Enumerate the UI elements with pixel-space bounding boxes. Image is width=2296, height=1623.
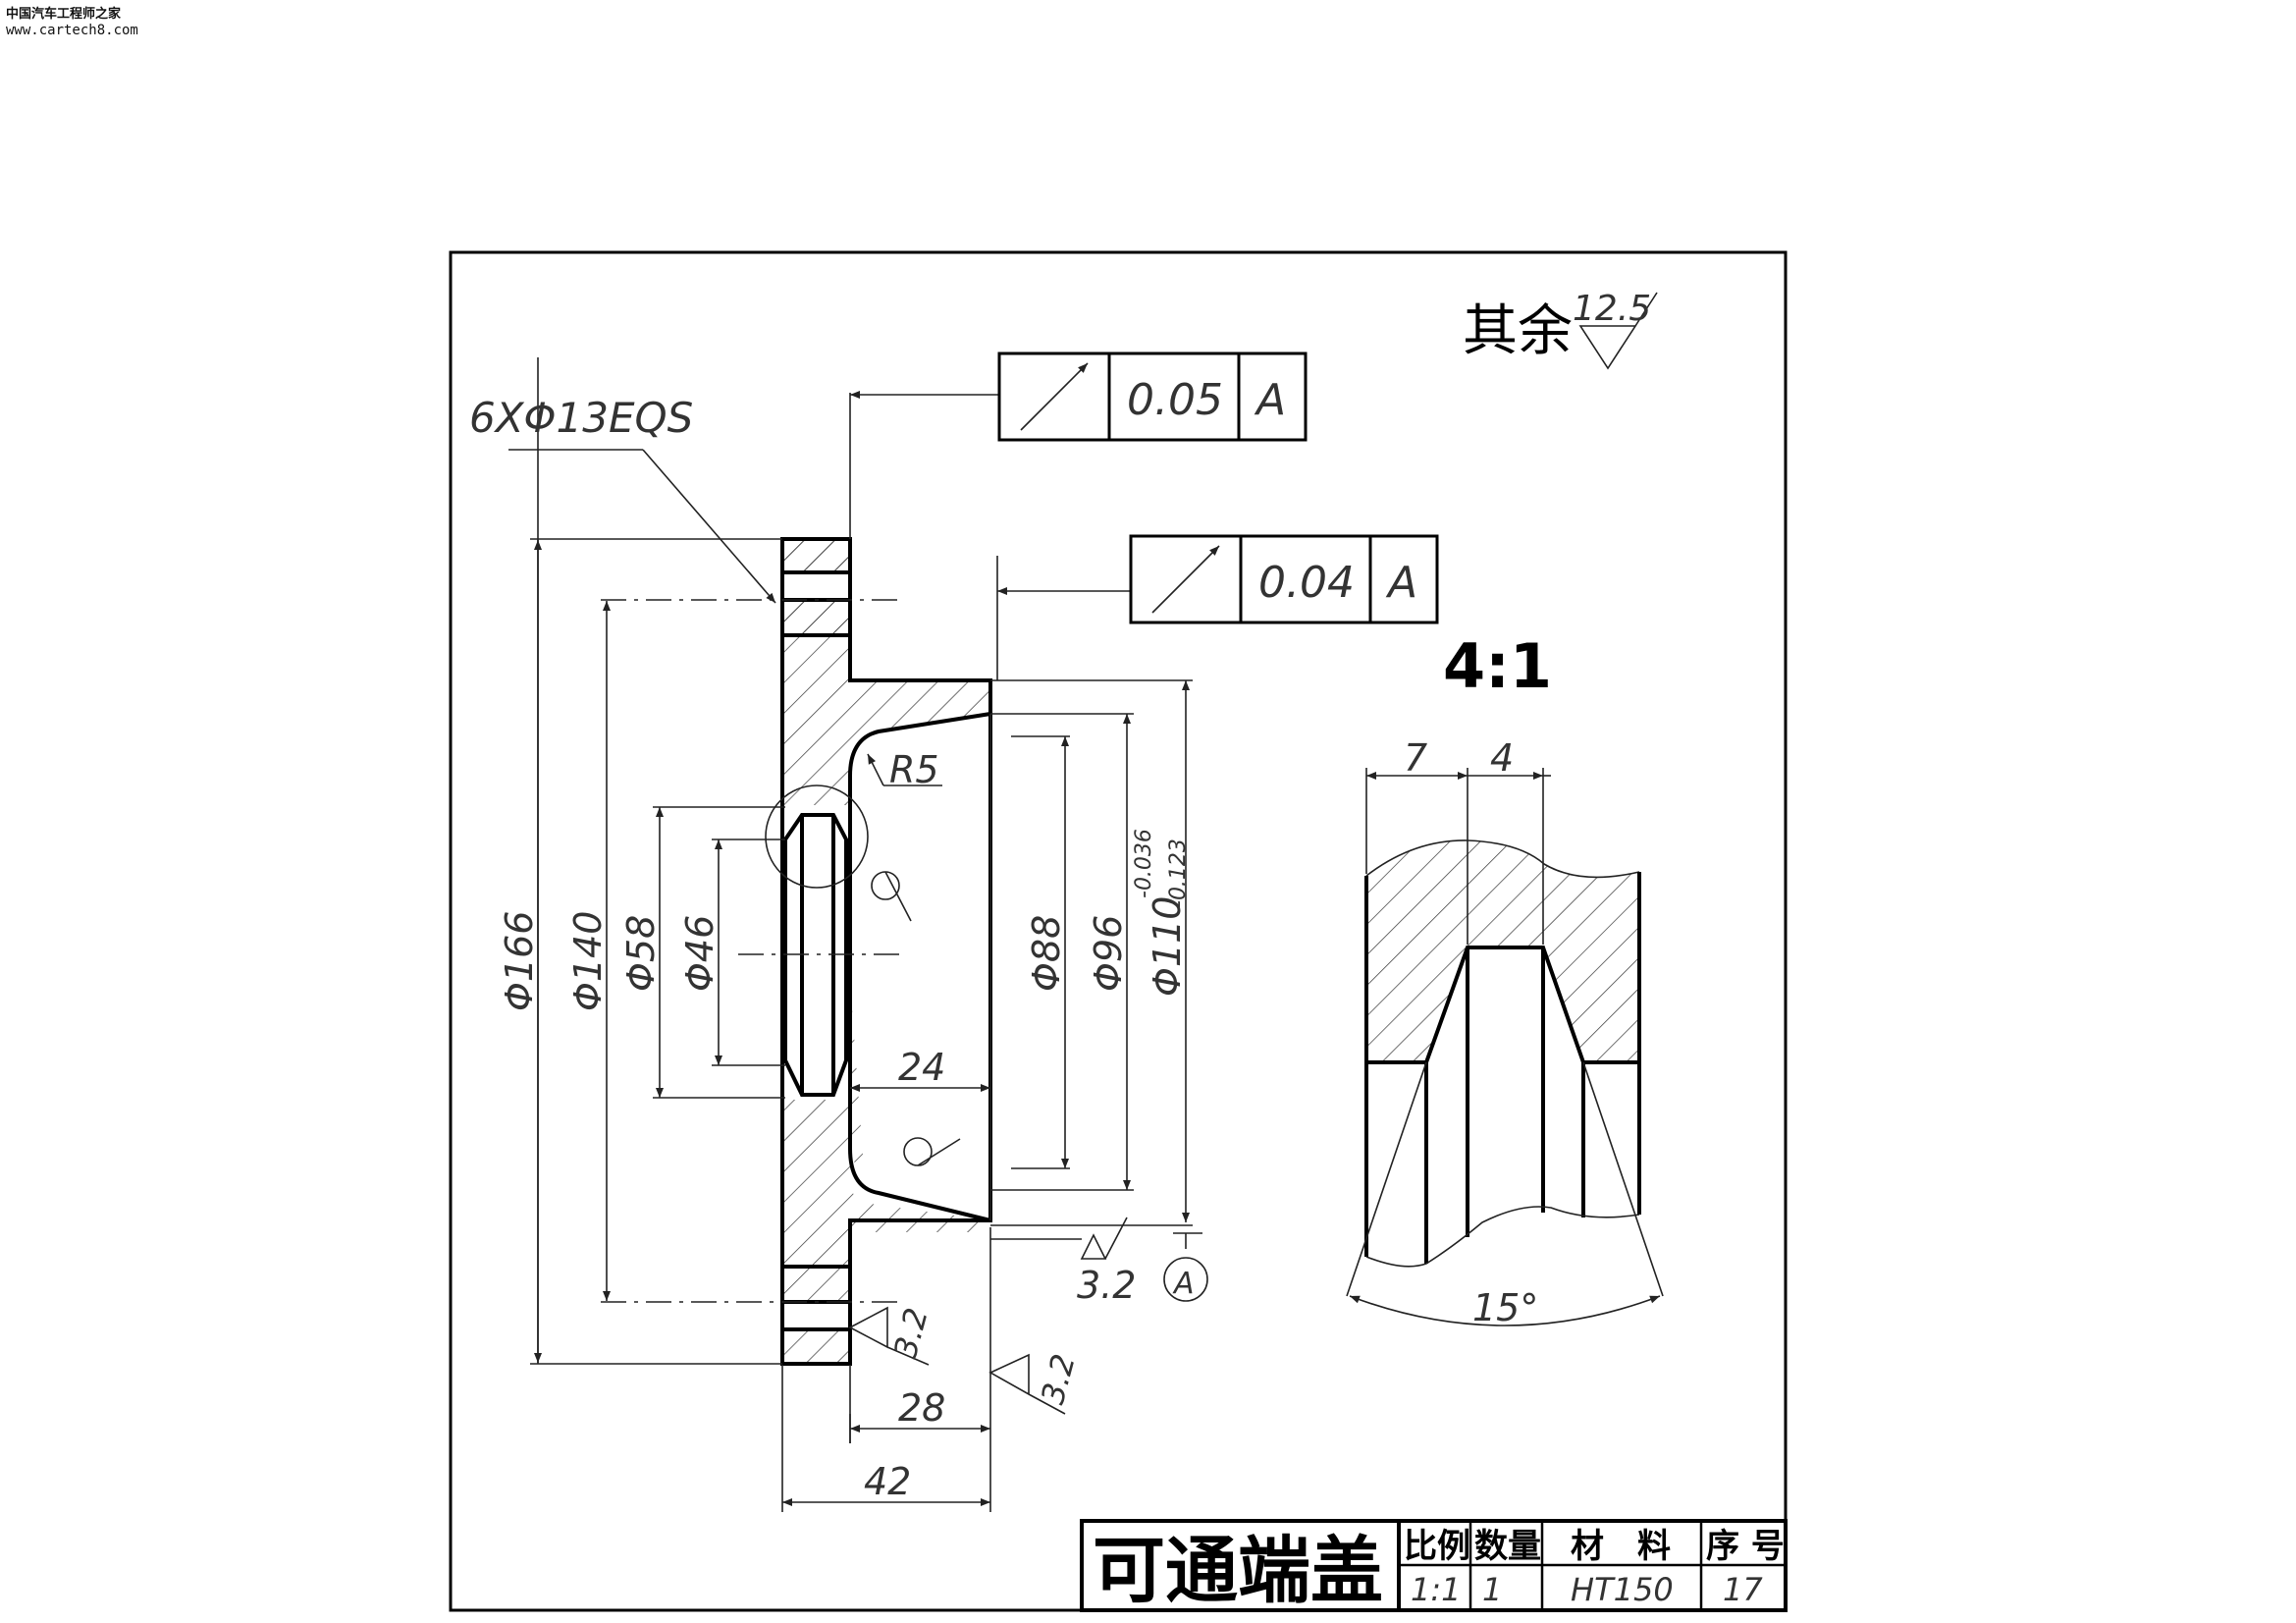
fcf-runout-2: 0.04 A (1129, 534, 1439, 624)
dim-d88: Φ88 (1025, 915, 1068, 992)
fcf2-tolerance: 0.04 (1258, 558, 1355, 608)
detail-scale: 4:1 (1443, 630, 1552, 702)
dim-d110-lower: -0.123 (1166, 839, 1191, 908)
fcf1-datum: A (1254, 375, 1286, 425)
tb-value-material: HT150 (1571, 1571, 1674, 1608)
detail-hatch (1366, 839, 1639, 1062)
hatch-flange-top (782, 539, 850, 571)
datum-circle (1163, 1257, 1208, 1302)
watermark-title: 中国汽车工程师之家 (6, 7, 122, 22)
watermark-url: www.cartech8.com (6, 23, 138, 38)
watermark: 中国汽车工程师之家 www.cartech8.com (6, 6, 138, 39)
roughness-value-3: 3.2 (1034, 1350, 1083, 1408)
roughness-symbol-2 (848, 1306, 930, 1366)
roughness-note-symbol (1578, 292, 1658, 370)
dim-d46: Φ46 (678, 915, 721, 992)
section-view (508, 357, 1208, 1512)
tb-header-material: 材 料 (1571, 1527, 1671, 1566)
dim-24: 24 (898, 1046, 945, 1089)
hatch-flange-mid-top (782, 601, 850, 635)
roughness-symbol-3 (988, 1353, 1066, 1415)
fcf2-datum: A (1385, 558, 1417, 608)
tb-value-qty: 1 (1482, 1571, 1502, 1608)
tb-header-scale: 比例 (1404, 1527, 1470, 1566)
datum-label: A (1172, 1267, 1195, 1301)
detail-dim-7: 7 (1404, 736, 1427, 780)
roughness-circle-sym (871, 871, 961, 1166)
roughness-note-value: 12.5 (1573, 289, 1651, 329)
dim-d58: Φ58 (619, 915, 663, 992)
roughness-note-prefix: 其余 (1463, 299, 1573, 363)
hatch-flange-bot (782, 1330, 850, 1364)
fcf1-tolerance: 0.05 (1127, 375, 1223, 425)
hatch-flange-mid-bot (782, 1267, 850, 1301)
roughness-symbol-1 (990, 1217, 1128, 1260)
dim-d96: Φ96 (1087, 915, 1130, 992)
dim-42: 42 (864, 1460, 911, 1503)
holes-note: 6XΦ13EQS (469, 394, 693, 442)
fcf-runout-1: 0.05 A (997, 352, 1308, 442)
part-name: 可通端盖 (1093, 1529, 1383, 1613)
dim-r5: R5 (889, 748, 939, 791)
dim-d110-upper: -0.036 (1132, 829, 1156, 898)
tb-value-scale: 1:1 (1411, 1571, 1462, 1608)
tb-value-seq: 17 (1723, 1571, 1763, 1608)
dim-28: 28 (898, 1386, 945, 1430)
roughness-value-1: 3.2 (1077, 1264, 1136, 1307)
detail-dim-4: 4 (1490, 736, 1514, 780)
tb-header-qty: 数量 (1474, 1527, 1541, 1566)
dim-d140: Φ140 (566, 911, 610, 1011)
roughness-value-2: 3.2 (886, 1304, 935, 1362)
detail-angle: 15° (1472, 1286, 1538, 1329)
dim-d166: Φ166 (498, 911, 541, 1011)
tb-header-seq: 序 号 (1706, 1527, 1785, 1566)
detail-view (1346, 768, 1664, 1326)
hatch-lower (782, 982, 990, 1267)
dim-d110: Φ110 (1146, 896, 1189, 997)
title-block (1080, 1519, 1788, 1612)
